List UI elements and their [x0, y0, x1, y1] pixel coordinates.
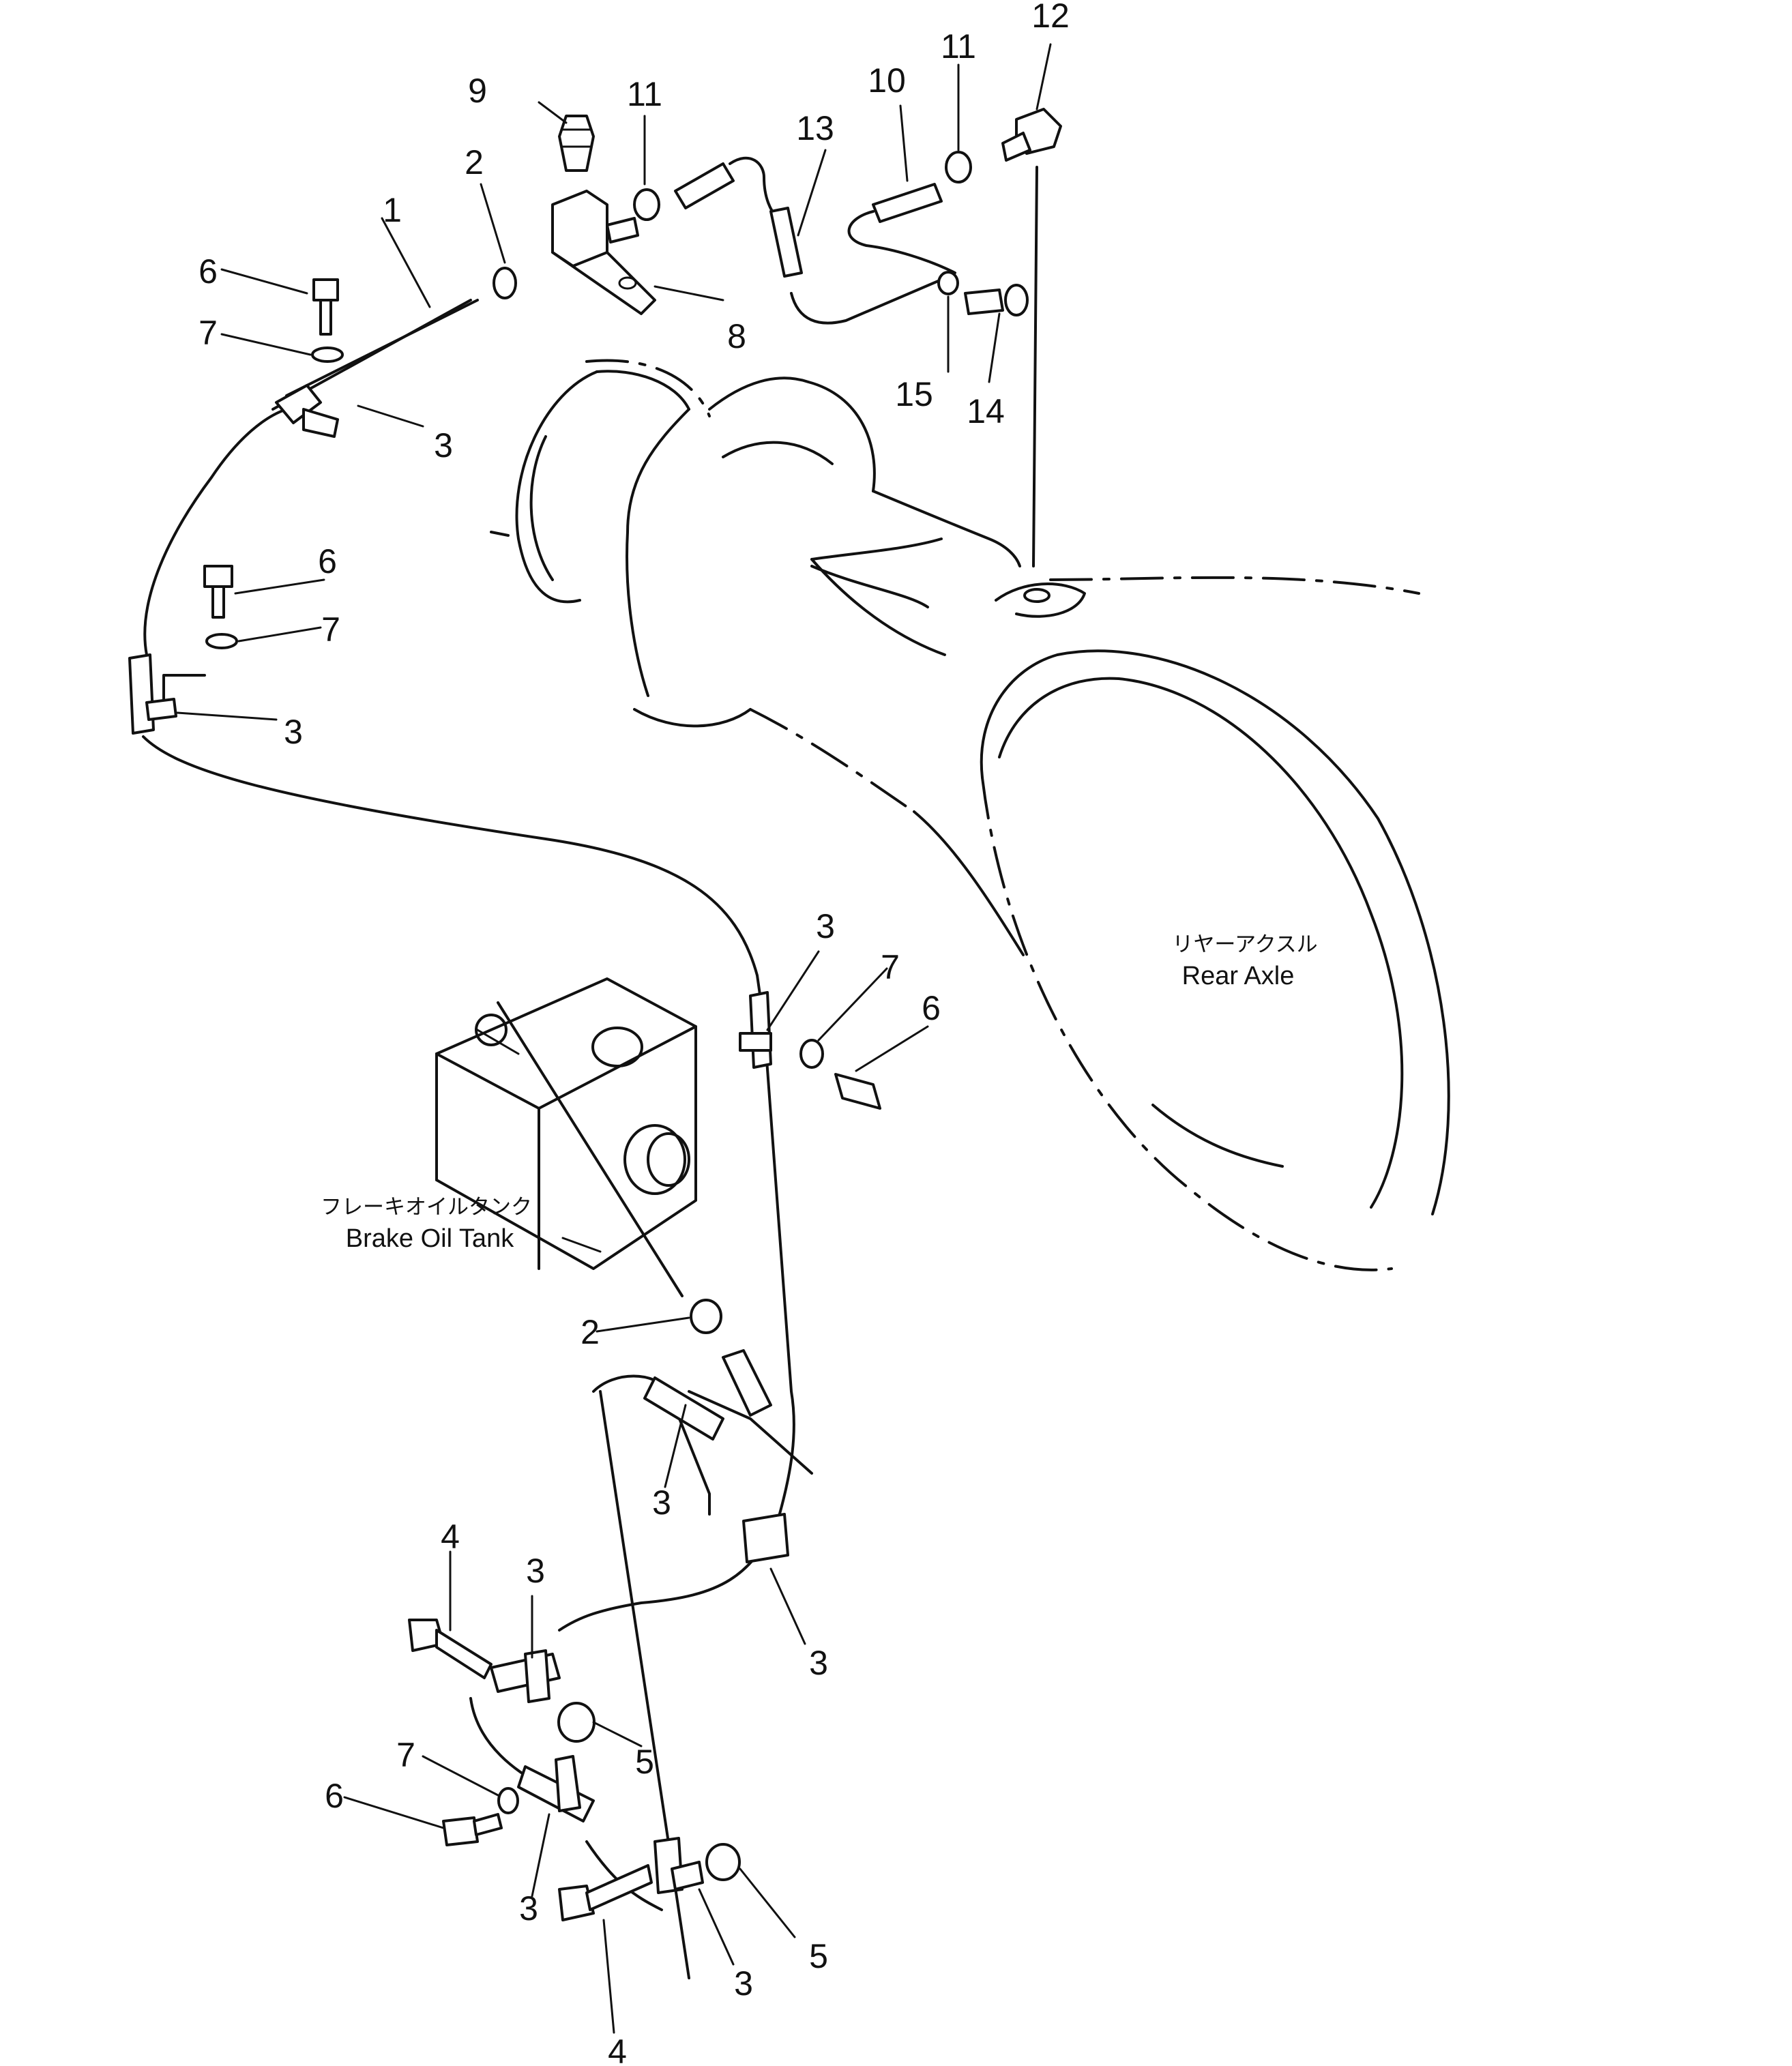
rear-axle-label-jp: リヤーアクスル — [1172, 932, 1317, 957]
callout-2: 2 — [581, 1313, 600, 1351]
callout-numbers: 12 11 10 11 9 13 2 1 6 7 8 15 14 3 6 7 3… — [199, 0, 1070, 2066]
callout-6: 6 — [325, 1777, 344, 1815]
callout-3: 3 — [284, 713, 303, 751]
callout-3: 3 — [734, 1964, 753, 2003]
callout-6: 6 — [318, 542, 337, 580]
callout-3: 3 — [526, 1552, 545, 1590]
callout-13: 13 — [796, 109, 834, 147]
callout-1: 1 — [383, 191, 402, 229]
rear-axle-label-en: Rear Axle — [1182, 962, 1295, 990]
callout-5: 5 — [635, 1743, 654, 1781]
top-fittings — [128, 108, 1062, 735]
callout-5: 5 — [809, 1937, 828, 1975]
lower-fittings — [408, 991, 881, 1921]
brake-oil-tank — [435, 977, 697, 1270]
callout-3: 3 — [809, 1644, 828, 1682]
callout-9: 9 — [468, 72, 487, 110]
callout-3: 3 — [434, 426, 453, 464]
callout-3: 3 — [519, 1889, 538, 1928]
callout-14: 14 — [967, 392, 1005, 430]
brake-tank-label-en: Brake Oil Tank — [346, 1224, 514, 1253]
callout-11: 11 — [941, 27, 976, 65]
rear-axle-housing — [490, 359, 1450, 1271]
callout-6: 6 — [922, 989, 941, 1027]
callout-15: 15 — [895, 375, 933, 413]
callout-3: 3 — [816, 907, 835, 945]
callout-7: 7 — [881, 948, 900, 986]
callout-7: 7 — [321, 610, 340, 649]
callout-11: 11 — [627, 75, 662, 113]
callout-4: 4 — [441, 1518, 460, 1556]
callout-4: 4 — [608, 2033, 627, 2066]
brake-tank-label-jp: フレーキオイルタンク — [321, 1195, 532, 1220]
callout-7: 7 — [396, 1736, 415, 1774]
leader-lines — [176, 43, 1052, 2034]
callout-10: 10 — [868, 61, 906, 100]
callout-8: 8 — [727, 317, 746, 355]
callout-6: 6 — [199, 252, 218, 291]
callout-7: 7 — [199, 314, 218, 352]
callout-2: 2 — [465, 143, 484, 181]
callout-3: 3 — [652, 1484, 671, 1522]
callout-12: 12 — [1031, 0, 1070, 35]
